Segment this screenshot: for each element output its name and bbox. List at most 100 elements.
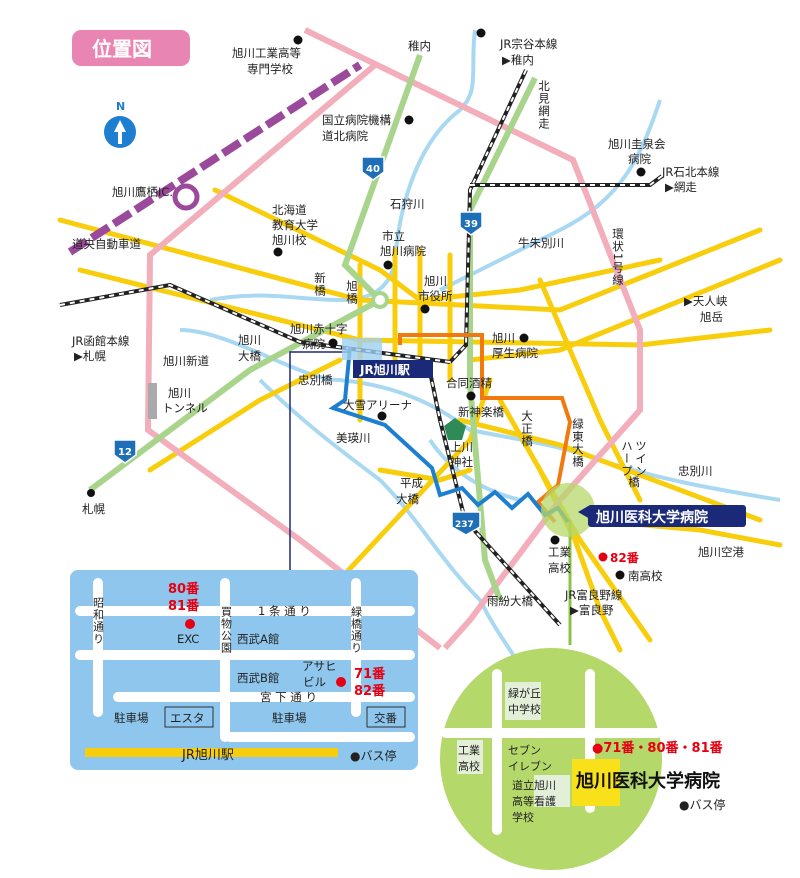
esta-box	[164, 706, 214, 728]
kyoiku-label-2: 教育大学	[272, 218, 318, 232]
koban-label: 交番	[374, 711, 397, 725]
kyoiku-label-3: 旭川校	[272, 233, 307, 247]
showa-street-label: 昭和通り	[92, 597, 105, 645]
biei-river-label: 美瑛川	[336, 431, 371, 445]
kogyo-label-2: 高校	[548, 561, 571, 575]
tunnel-label-2: トンネル	[162, 401, 208, 415]
parking-label-1: 駐車場	[114, 711, 149, 725]
heisei-bridge-label: 平成	[400, 476, 423, 490]
airport-label: 旭川空港	[698, 545, 744, 559]
hakodate-line-dest: ▶札幌	[74, 349, 106, 363]
compass-label: N	[116, 100, 125, 113]
north-compass-icon: N	[104, 100, 136, 148]
route-12-number: 12	[118, 447, 132, 458]
takasu-ic-label: 旭川鷹栖IC.	[112, 185, 173, 199]
nursing-school-label-2: 高等看護	[512, 794, 556, 808]
seven-eleven-label: セブン	[508, 743, 541, 757]
hakodate-line-label: JR函館本線	[71, 334, 130, 348]
route-orange	[398, 333, 573, 524]
keisenkai-label: 旭川圭泉会	[608, 137, 666, 151]
seven-eleven-label-2: イレブン	[508, 759, 552, 773]
twinharp-label-3: 橋	[627, 475, 641, 488]
seibu-b-label: 西武B館	[237, 671, 279, 685]
kosen-label-2: 専門学校	[247, 62, 293, 76]
shiritsu-label: 市立	[382, 229, 405, 243]
midorigaoka-label-2: 中学校	[508, 702, 541, 716]
furano-line-label: JR富良野線	[564, 588, 623, 602]
station-inset-map: 80番 81番 EXC 1 条 通 り 昭和通り 買物公園 西武A館 緑橋通り …	[70, 570, 418, 770]
heisei-bridge-label-2: 大橋	[396, 492, 419, 506]
bus-80-label: 80番	[168, 581, 200, 597]
asahi-building-label-2: ビル	[303, 675, 326, 689]
esta-label: エスタ	[170, 711, 205, 725]
hospital-inset-name: 旭川医科大学病院	[575, 770, 720, 792]
sekihoku-line-label: JR石北本線	[661, 165, 720, 179]
tunnel-label: 旭川	[168, 386, 191, 400]
expressway	[67, 61, 363, 256]
kamikawa-shrine-label-2: 神社	[450, 455, 473, 469]
kanjo-road-label: 環状1号線	[611, 228, 625, 286]
ohashi-label-2: 大橋	[238, 349, 261, 363]
kosei-label: 旭川	[492, 331, 515, 345]
shinkagura-label: 新神楽橋	[458, 405, 504, 419]
chubetsubashi-label: 忠別橋	[298, 373, 333, 387]
kosen-label: 旭川工業高等	[232, 46, 301, 60]
furano-line-dest: ▶富良野	[570, 603, 614, 617]
city-hall-label-2: 市役所	[418, 289, 453, 303]
route-40-shield: 40	[361, 156, 385, 181]
hospital-inset-kogyo-label: 工業	[458, 744, 480, 757]
bus-81-label: 81番	[168, 598, 200, 614]
exc-label: EXC	[177, 632, 199, 646]
title-text: 位置図	[92, 37, 152, 61]
station-area	[342, 338, 382, 360]
inset-station-label: JR旭川駅	[181, 748, 234, 763]
midoribashi-street-label: 緑橋通り	[350, 605, 363, 654]
kosei-label-2: 厚生病院	[492, 346, 538, 360]
route-39-shield: 39	[459, 211, 483, 236]
landmark-dots	[87, 28, 646, 580]
kaimono-park-label: 買物公園	[220, 606, 233, 654]
chubetsu-river-label: 忠別川	[678, 464, 713, 478]
station-pointer-line	[289, 351, 350, 570]
hospital-area	[541, 483, 595, 537]
kokuritsu-label-2: 道北病院	[322, 129, 368, 143]
parking-label-2: 駐車場	[272, 711, 307, 725]
route-237-number: 237	[455, 520, 474, 530]
koban-box	[366, 706, 406, 728]
route-40-number: 40	[366, 164, 380, 175]
godo-label: 合同酒精	[446, 376, 492, 390]
station-label[interactable]: JR旭川駅	[353, 360, 433, 378]
soya-line-dest: ▶稚内	[502, 53, 534, 67]
kogyo-label: 工業	[548, 545, 571, 559]
hospital-label-text: 旭川医科大学病院	[595, 509, 708, 526]
keisenkai-label-2: 病院	[628, 152, 651, 166]
ryokuto-bridge-label: 緑東大橋	[571, 417, 585, 468]
railways	[59, 69, 664, 627]
inset-bus-stop-legend: ●バス停	[350, 748, 396, 763]
ishikari-river-label: 石狩川	[390, 197, 425, 211]
route-237-shield: 237	[451, 511, 481, 536]
sekijuji-label: 旭川赤十字	[290, 322, 348, 336]
bus-stop-asahi-dot	[336, 677, 346, 687]
main-roads	[57, 187, 783, 653]
nursing-school-label-3: 学校	[512, 810, 534, 824]
midorigaoka-label: 緑が丘	[508, 686, 541, 700]
hospital-inset-kogyo-label-2: 高校	[458, 759, 480, 773]
shinbashi-label: 新橋	[313, 271, 327, 297]
sapporo-label: 札幌	[82, 502, 105, 516]
miyashita-street-label: 宮 下 通 り	[260, 690, 317, 704]
hospital-label[interactable]: 旭川医科大学病院	[578, 505, 746, 527]
ufun-bridge-label: 雨紛大橋	[487, 594, 533, 608]
kitami-label: 北見網走	[537, 80, 551, 130]
kyoiku-label: 北海道	[272, 203, 307, 217]
hospital-bus-stop-label: ●71番・80番・81番	[592, 740, 724, 756]
city-hall-label: 旭川	[424, 274, 447, 288]
minami-label: 南高校	[628, 569, 663, 583]
asahidake-label: 旭岳	[700, 310, 723, 324]
shindo-label: 旭川新道	[163, 354, 209, 368]
jo1-street-label: 1 条 通 り	[258, 604, 311, 618]
shrine-icon	[444, 418, 466, 440]
seibu-a-label: 西武A館	[237, 632, 279, 646]
twinharp-label-2: ハープ	[620, 440, 634, 478]
